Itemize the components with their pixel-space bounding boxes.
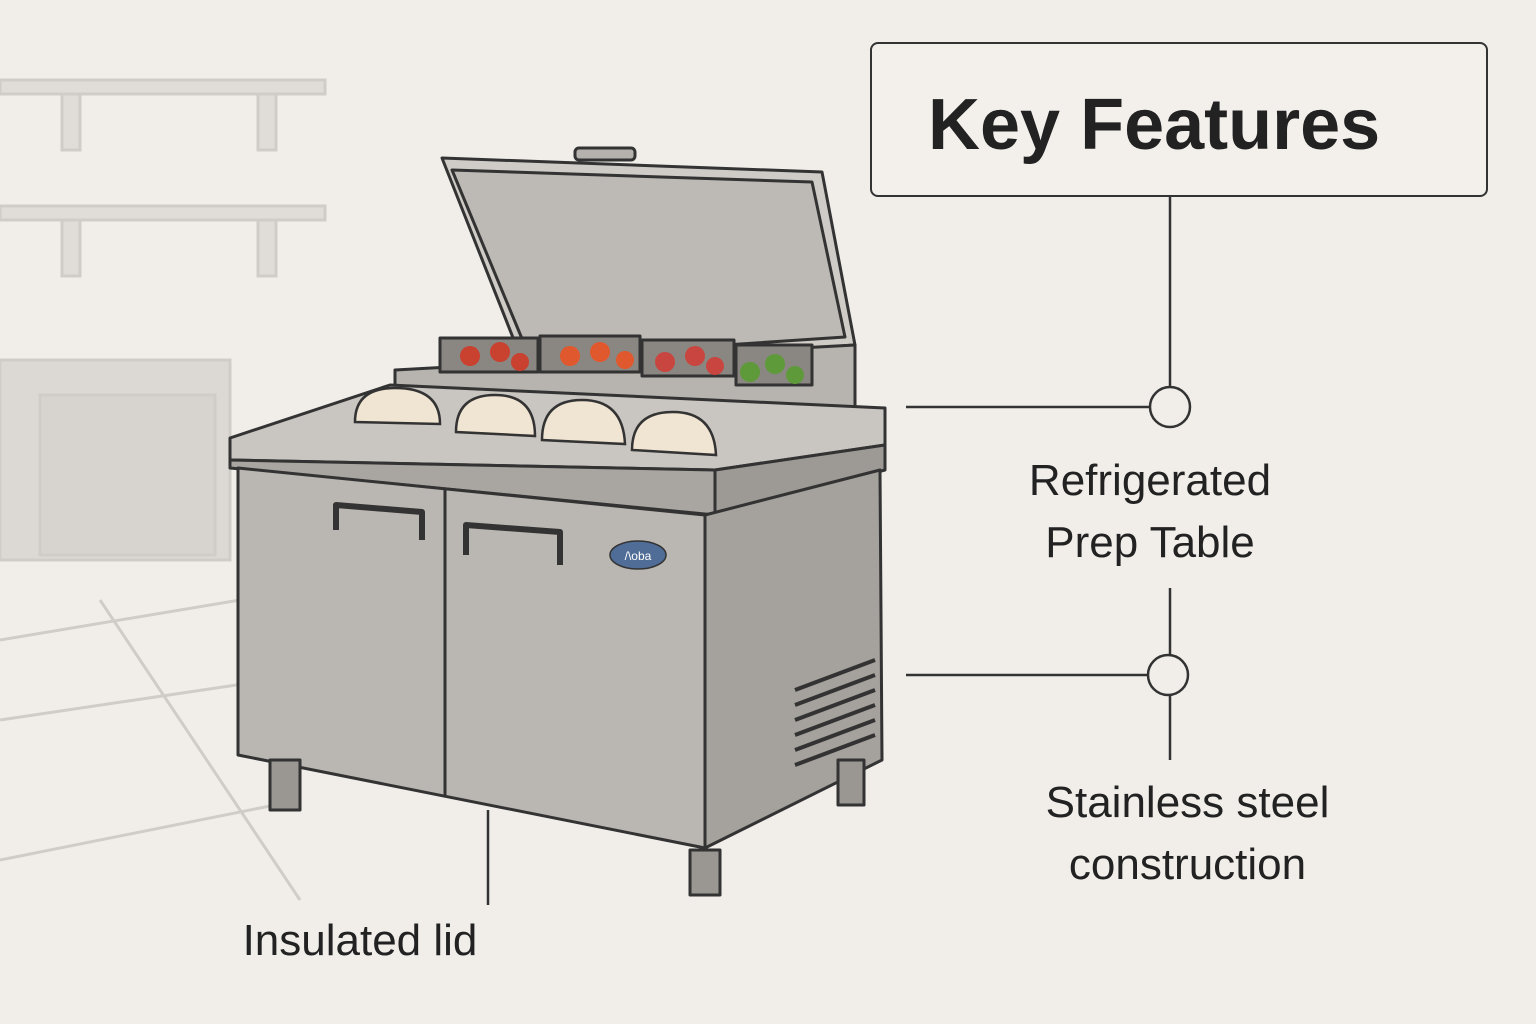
feature-label-line1: Refrigerated xyxy=(1028,456,1272,505)
feature-label-line1: Insulated lid xyxy=(242,916,478,965)
cabinet xyxy=(228,383,887,897)
callout-marker xyxy=(1148,385,1192,429)
dough-balls xyxy=(353,386,718,457)
svg-text:/\oba: /\oba xyxy=(625,549,652,563)
kitchen-background xyxy=(0,78,327,901)
feature-label-line2: Prep Table xyxy=(1045,518,1255,567)
feature-label-line2: construction xyxy=(1068,840,1307,889)
vent-grille xyxy=(794,658,876,767)
brand-logo: /\oba xyxy=(609,540,667,570)
feature-refrigerated-prep-table: Refrigerated Prep Table xyxy=(990,450,1310,574)
callout-lines xyxy=(486,197,1192,905)
feature-insulated-lid: Insulated lid xyxy=(220,910,500,972)
key-features-title-box: Key Features xyxy=(870,42,1488,197)
feature-stainless-steel: Stainless steel construction xyxy=(1000,772,1375,896)
insulated-lid xyxy=(440,146,857,370)
feature-label-line1: Stainless steel xyxy=(1045,778,1330,827)
title: Key Features xyxy=(928,85,1381,165)
